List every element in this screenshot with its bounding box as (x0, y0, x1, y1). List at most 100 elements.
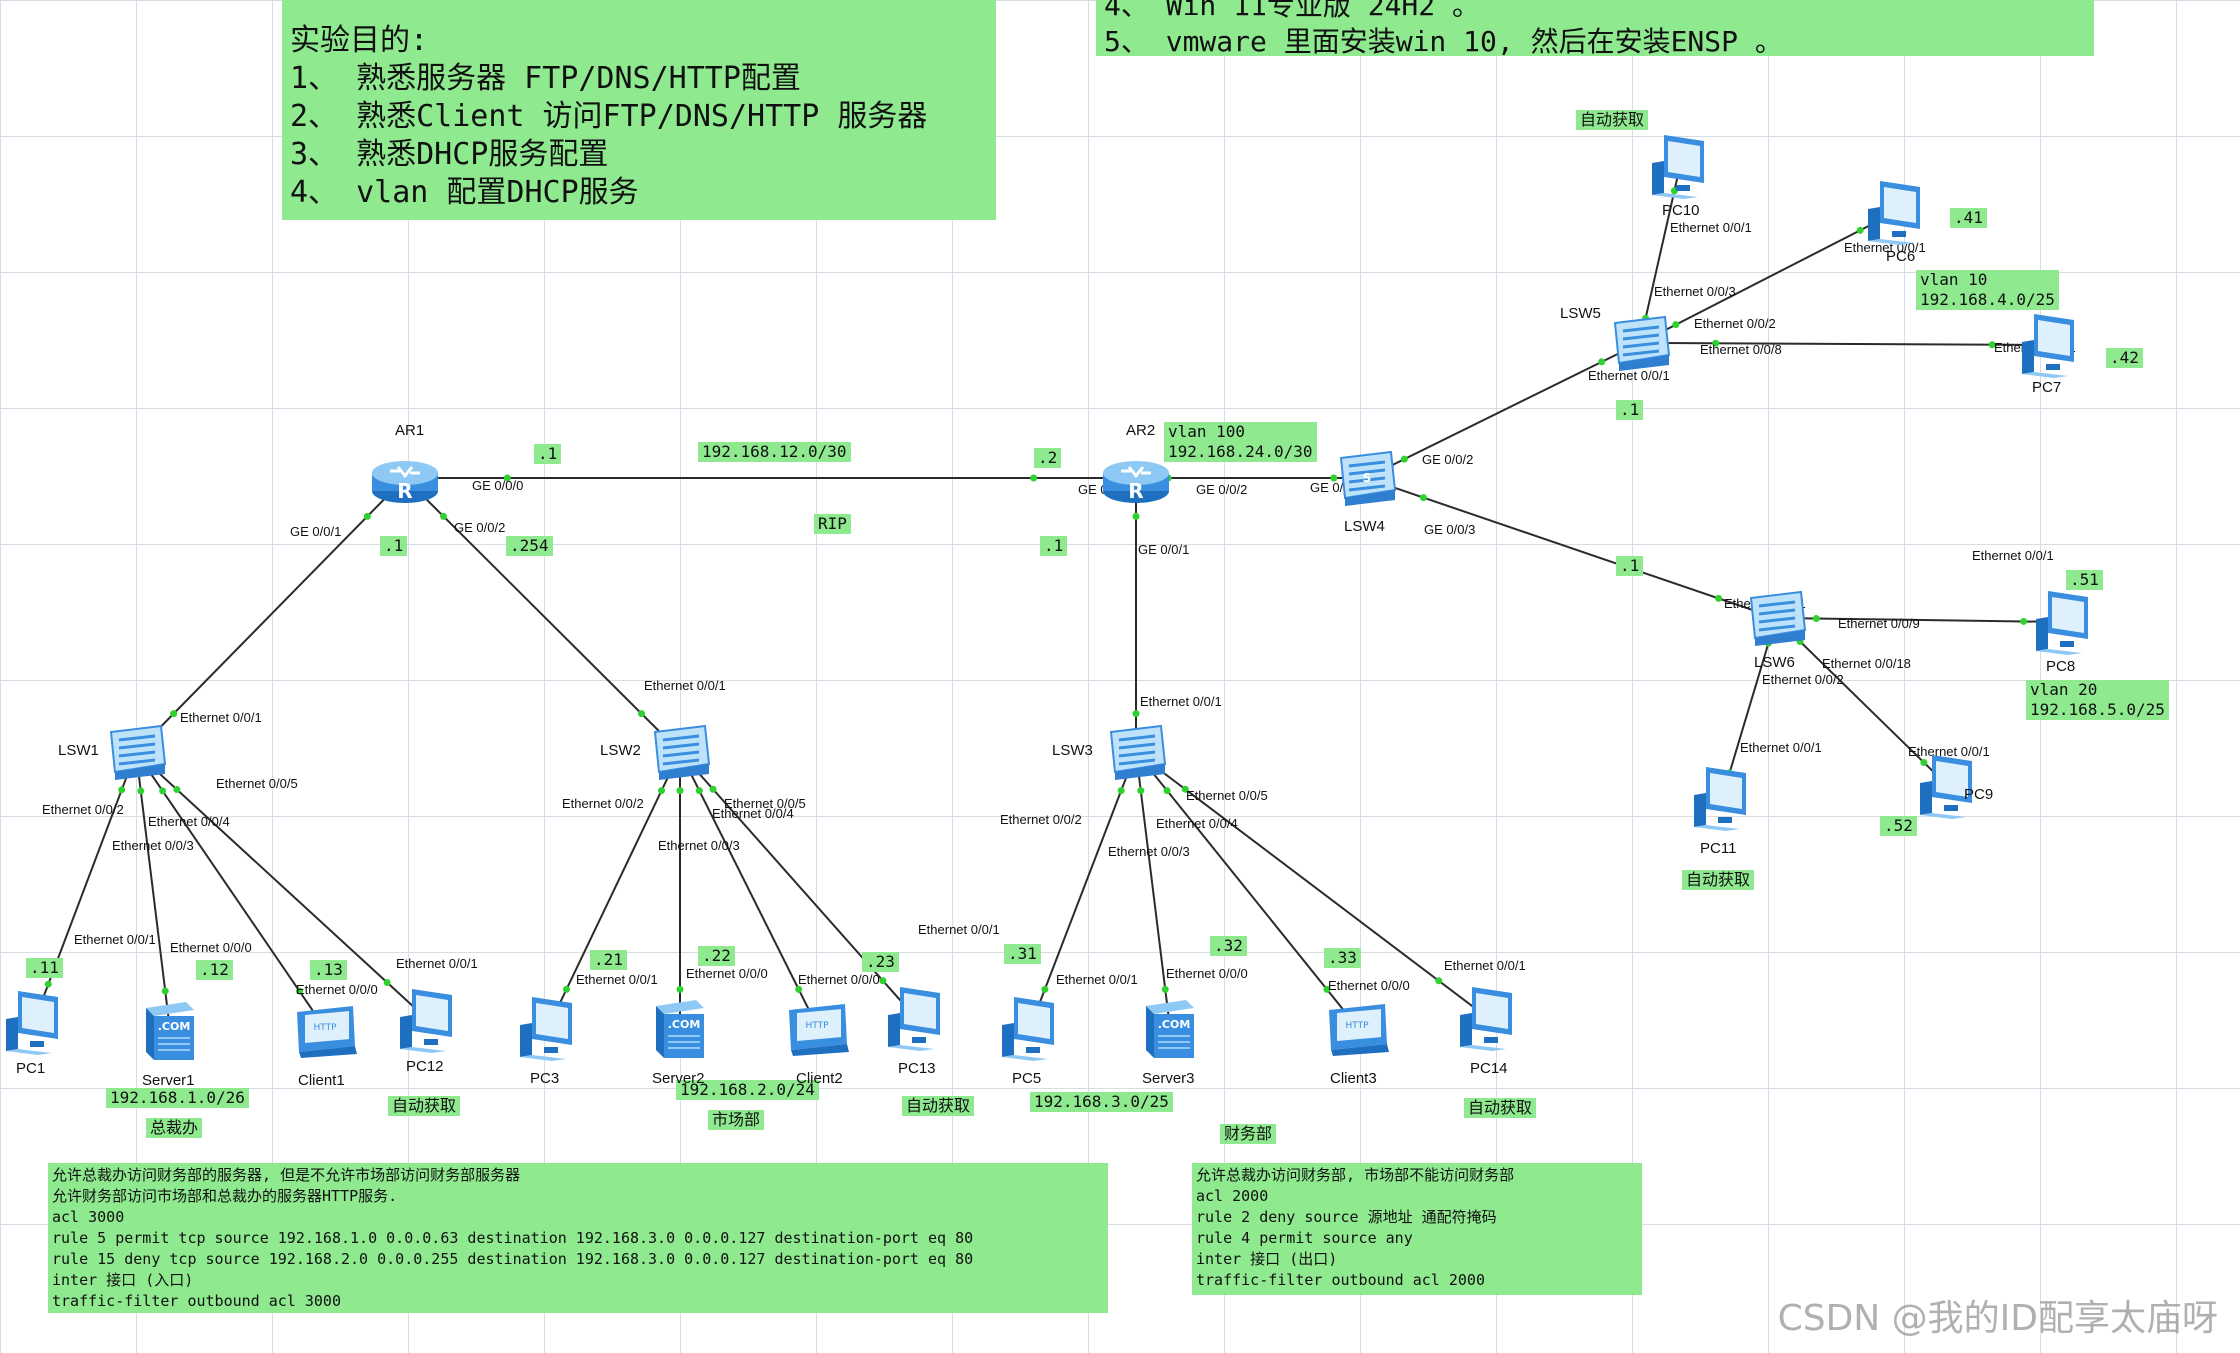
link-port-dot (879, 977, 887, 985)
link-lsw3-client3[interactable] (1135, 751, 1359, 1029)
address-tag[interactable]: 总裁办 (146, 1118, 203, 1138)
pc3-pc-icon[interactable] (516, 995, 580, 1061)
server2-server-icon[interactable]: .COM (652, 996, 708, 1060)
address-tag[interactable]: 192.168.12.0/30 (698, 442, 851, 462)
address-tag[interactable]: .13 (310, 960, 347, 980)
link-lsw2-pc3[interactable] (547, 751, 681, 1029)
link-port-dot (44, 980, 52, 988)
pc13-pc-icon[interactable] (884, 985, 948, 1051)
address-tag[interactable]: .21 (590, 950, 627, 970)
address-tag[interactable]: .33 (1324, 948, 1361, 968)
address-tag[interactable]: 自动获取 (1682, 870, 1755, 890)
address-tag[interactable]: .22 (698, 946, 735, 966)
address-tag[interactable]: 自动获取 (1464, 1098, 1537, 1118)
lsw5-switch-icon[interactable] (1607, 315, 1673, 371)
acl2000-line: acl 2000 (1196, 1187, 1269, 1205)
pc8-pc-icon[interactable] (2032, 589, 2096, 655)
link-lsw3-pc14[interactable] (1135, 751, 1489, 1019)
address-tag[interactable]: vlan 100 192.168.24.0/30 (1164, 422, 1317, 462)
address-tag[interactable]: .2 (1034, 448, 1062, 468)
link-lsw1-pc12[interactable] (135, 751, 429, 1021)
link-lsw5-pc6[interactable] (1639, 211, 1897, 344)
link-lsw6-pc9[interactable] (1775, 617, 1949, 787)
link-port-dot (638, 710, 645, 718)
server3-server-icon[interactable]: .COM (1142, 996, 1198, 1060)
address-tag[interactable]: 自动获取 (388, 1096, 461, 1116)
link-ar1-lsw1[interactable] (135, 477, 406, 753)
link-lsw6-pc11[interactable] (1721, 617, 1777, 799)
client2-client-icon[interactable]: HTTP (785, 1000, 851, 1056)
link-lsw5-pc7[interactable] (1661, 342, 2047, 346)
pc11-pc-icon[interactable] (1690, 765, 1754, 831)
lsw2-switch-icon[interactable] (647, 724, 713, 780)
address-tag[interactable]: 市场部 (708, 1110, 765, 1130)
address-tag[interactable]: .1 (534, 444, 562, 464)
pc11-label: PC11 (1700, 840, 1737, 857)
address-tag[interactable]: 自动获取 (902, 1096, 975, 1116)
port-label: Ethernet 0/0/5 (216, 776, 298, 791)
setup-note[interactable]: 4、 Win 11专业版 24H2 。5、 vmware 里面安装win 10,… (1096, 0, 2094, 56)
acl2000-line: rule 4 permit source any (1196, 1229, 1413, 1247)
address-tag[interactable]: .32 (1210, 936, 1247, 956)
port-label: Ethernet 0/0/0 (296, 982, 378, 997)
link-lsw6-pc8[interactable] (1775, 617, 2065, 623)
link-lsw2-client2[interactable] (679, 751, 819, 1029)
address-tag[interactable]: vlan 10 192.168.4.0/25 (1916, 270, 2059, 310)
address-tag[interactable]: .52 (1880, 816, 1917, 836)
client3-client-icon[interactable]: HTTP (1325, 1000, 1391, 1056)
link-lsw1-client1[interactable] (135, 751, 327, 1031)
link-lsw3-pc5[interactable] (1029, 751, 1137, 1029)
address-tag[interactable]: 192.168.2.0/24 (676, 1080, 819, 1100)
address-tag[interactable]: 192.168.3.0/25 (1030, 1092, 1173, 1112)
lsw2-label: LSW2 (600, 742, 641, 759)
pc6-pc-icon[interactable] (1864, 179, 1928, 245)
address-tag[interactable]: .1 (1616, 556, 1644, 576)
client1-client-icon[interactable]: HTTP (293, 1002, 359, 1058)
address-tag[interactable]: .1 (1040, 536, 1068, 556)
link-port-dot (1419, 494, 1427, 502)
pc9-pc-icon[interactable] (1916, 753, 1980, 819)
lsw4-l3switch-icon[interactable]: S (1333, 450, 1399, 506)
link-lsw3-server3[interactable] (1135, 751, 1171, 1029)
lsw1-switch-icon[interactable] (103, 724, 169, 780)
address-tag[interactable]: 财务部 (1220, 1124, 1277, 1144)
server1-server-icon[interactable]: .COM (142, 998, 198, 1062)
link-lsw1-server1[interactable] (135, 751, 171, 1031)
address-tag[interactable]: .12 (196, 960, 233, 980)
ar1-router-icon[interactable]: R (370, 451, 440, 505)
address-tag[interactable]: .1 (380, 536, 408, 556)
acl3000-note[interactable]: 允许总裁办访问财务部的服务器, 但是不允许市场部访问财务部服务器允许财务部访问市… (48, 1163, 1108, 1313)
port-label: Ethernet 0/0/0 (798, 972, 880, 987)
svg-text:S: S (1363, 471, 1372, 485)
pc1-pc-icon[interactable] (2, 989, 66, 1055)
link-ar1-lsw2[interactable] (404, 477, 681, 753)
address-tag[interactable]: .11 (26, 958, 63, 978)
link-lsw4-lsw6[interactable] (1365, 477, 1777, 619)
pc7-pc-icon[interactable] (2018, 312, 2082, 378)
address-tag[interactable]: RIP (814, 514, 851, 534)
ar2-router-icon[interactable]: R (1101, 451, 1171, 505)
pc14-pc-icon[interactable] (1456, 985, 1520, 1051)
address-tag[interactable]: vlan 20 192.168.5.0/25 (2026, 680, 2169, 720)
address-tag[interactable]: .31 (1004, 944, 1041, 964)
lsw3-switch-icon[interactable] (1103, 724, 1169, 780)
address-tag[interactable]: .51 (2066, 570, 2103, 590)
pc5-pc-icon[interactable] (998, 995, 1062, 1061)
lsw6-switch-icon[interactable] (1743, 590, 1809, 646)
address-tag[interactable]: .41 (1950, 208, 1987, 228)
address-tag[interactable]: 自动获取 (1576, 110, 1649, 130)
address-tag[interactable]: 192.168.1.0/26 (106, 1088, 249, 1108)
pc12-pc-icon[interactable] (396, 987, 460, 1053)
link-lsw4-lsw5[interactable] (1365, 342, 1641, 479)
link-port-dot (2020, 617, 2028, 625)
address-tag[interactable]: .42 (2106, 348, 2143, 368)
address-tag[interactable]: .23 (862, 952, 899, 972)
pc14-label: PC14 (1470, 1060, 1508, 1077)
link-lsw2-pc13[interactable] (679, 751, 917, 1019)
address-tag[interactable]: .254 (506, 536, 553, 556)
pc10-pc-icon[interactable] (1648, 133, 1712, 199)
address-tag[interactable]: .1 (1616, 400, 1644, 420)
